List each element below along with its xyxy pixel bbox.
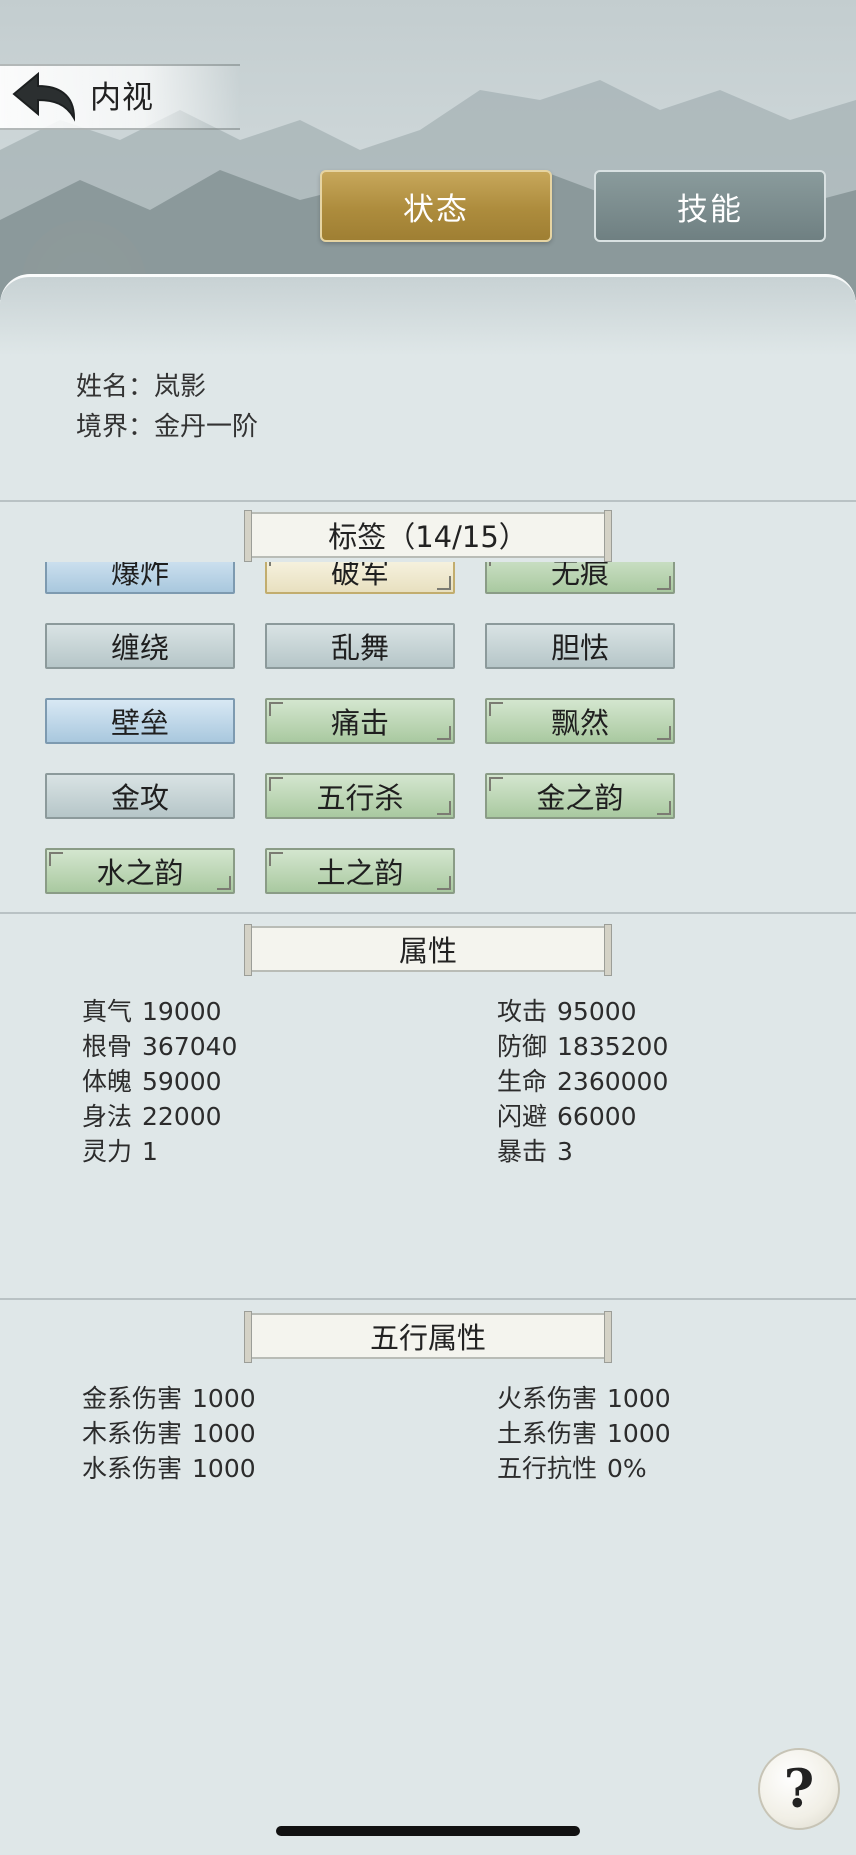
tab-status[interactable]: 状态 xyxy=(320,170,552,242)
tag-item[interactable]: 水之韵 xyxy=(45,848,235,894)
question-mark-icon: ? xyxy=(783,1758,815,1820)
tag-item[interactable]: 爆炸 xyxy=(45,562,235,594)
section-divider xyxy=(0,912,856,914)
tab-skills[interactable]: 技能 xyxy=(594,170,826,242)
name-row: 姓名：岚影 xyxy=(76,366,206,403)
tag-item[interactable]: 金攻 xyxy=(45,773,235,819)
header-bar xyxy=(0,64,240,130)
tags-grid: 爆炸 破军 无痕 缠绕 乱舞 胆怯 壁垒 痛击 飘然 金攻 五行杀 金之韵 水之… xyxy=(0,562,856,894)
home-indicator[interactable] xyxy=(276,1826,580,1836)
name-label: 姓名： xyxy=(76,372,155,402)
page-title: 内视 xyxy=(90,80,154,116)
tags-section-header: 标签（14/15） xyxy=(244,510,612,562)
tag-item[interactable]: 缠绕 xyxy=(45,623,235,669)
tag-item[interactable]: 土之韵 xyxy=(265,848,455,894)
realm-label: 境界： xyxy=(76,412,155,442)
tag-item[interactable]: 金之韵 xyxy=(485,773,675,819)
tag-item[interactable]: 无痕 xyxy=(485,562,675,594)
help-button[interactable]: ? xyxy=(758,1748,840,1830)
tag-item[interactable]: 五行杀 xyxy=(265,773,455,819)
back-button[interactable] xyxy=(8,68,80,124)
tag-item[interactable]: 痛击 xyxy=(265,698,455,744)
back-arrow-icon xyxy=(12,71,76,122)
realm-value: 金丹一阶 xyxy=(154,412,259,442)
section-divider xyxy=(0,500,856,502)
section-divider xyxy=(0,1298,856,1300)
elements-section-header: 五行属性 xyxy=(244,1311,612,1363)
tag-item[interactable]: 破军 xyxy=(265,562,455,594)
tag-item[interactable]: 乱舞 xyxy=(265,623,455,669)
realm-row: 境界：金丹一阶 xyxy=(76,406,258,443)
name-value: 岚影 xyxy=(154,372,207,402)
tag-item[interactable]: 飘然 xyxy=(485,698,675,744)
tag-item[interactable]: 胆怯 xyxy=(485,623,675,669)
tag-item[interactable]: 壁垒 xyxy=(45,698,235,744)
attributes-section-header: 属性 xyxy=(244,924,612,976)
